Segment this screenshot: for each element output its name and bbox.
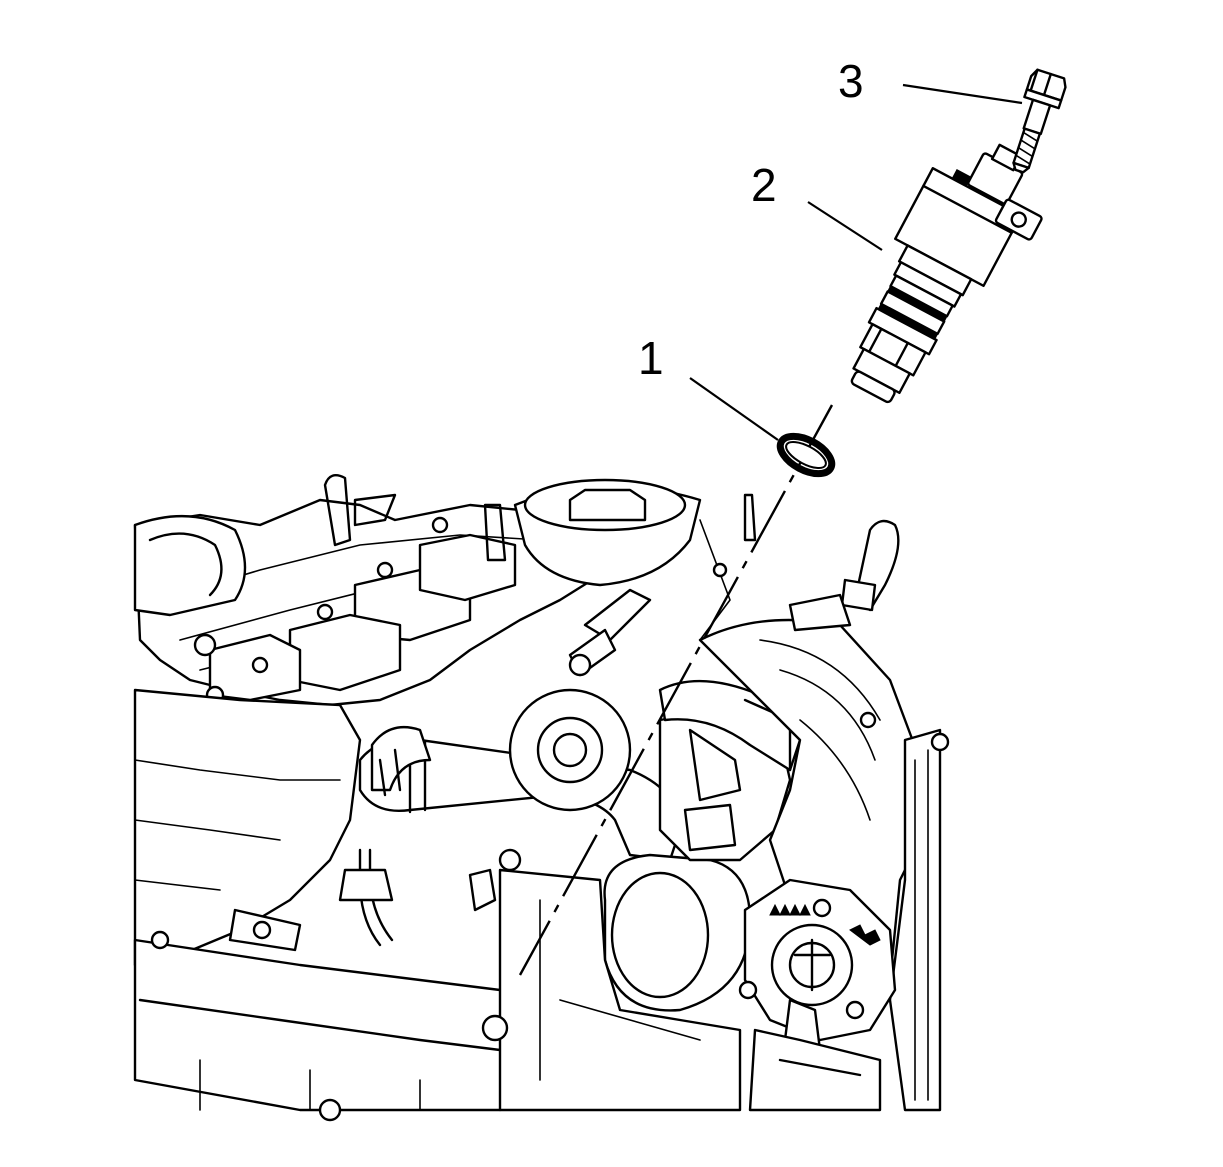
- callout-number-2: 2: [751, 159, 777, 211]
- alternator: [738, 878, 897, 1062]
- camshaft-position-actuator-solenoid: [850, 143, 1043, 404]
- hose-clamp: [370, 725, 432, 792]
- leader-line-1: [689, 377, 779, 441]
- leader-line-2: [807, 201, 883, 251]
- callout-number-1: 1: [638, 332, 664, 384]
- o-ring-seal: [776, 432, 836, 478]
- engine-block: [133, 474, 950, 1122]
- leader-line-3: [902, 83, 1023, 105]
- solenoid-bolt: [1012, 68, 1067, 174]
- coil-pack-3: [418, 533, 517, 602]
- leader-lines: [689, 83, 1023, 441]
- callout-number-3: 3: [838, 55, 864, 107]
